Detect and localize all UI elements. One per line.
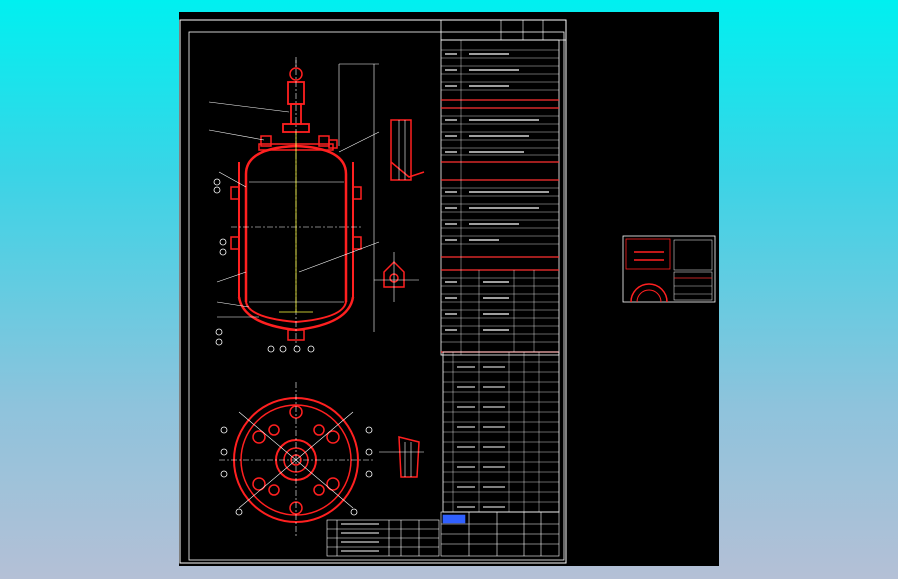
parts-list: [442, 351, 560, 513]
title-block: [440, 511, 560, 557]
elevation-centerlines: [208, 57, 380, 347]
inner-frame: [188, 31, 565, 561]
detail-view-flange: [390, 119, 425, 181]
sheet-border: [179, 19, 567, 564]
detail-view-nozzle: [374, 252, 419, 302]
revision-table: [326, 519, 440, 557]
detail-view-lug: [379, 436, 424, 478]
thumbnail-preview[interactable]: [622, 235, 716, 303]
drawing-viewport[interactable]: [179, 12, 719, 566]
technical-table: [440, 19, 567, 356]
cad-drawing: [179, 19, 716, 564]
table-text-marks: [445, 53, 549, 331]
elevation-marks: [213, 178, 315, 353]
plan-view: [219, 382, 374, 537]
table-row-lines: [441, 40, 559, 355]
